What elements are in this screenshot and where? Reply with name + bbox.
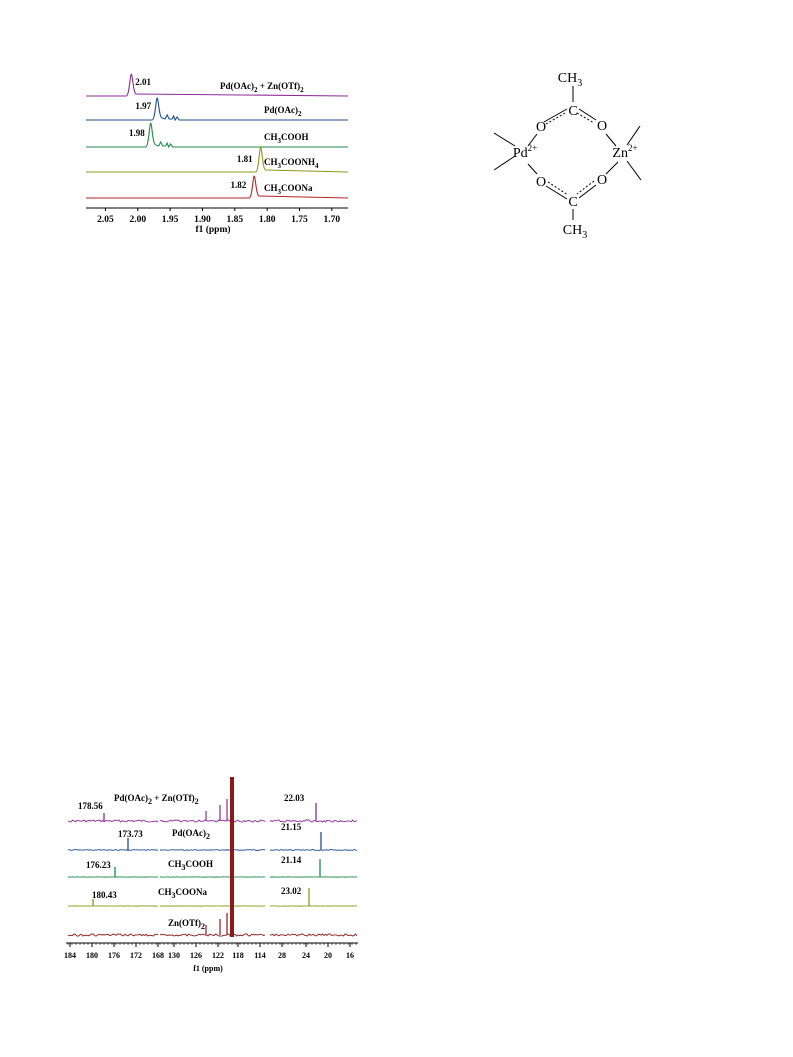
c13-right-peak-label: 21.14 [281,855,302,865]
bond-o-zn-top [605,133,617,147]
c13-solvent-peak [230,777,234,937]
pd-atom: Pd2+ [513,143,537,161]
h1-peak-label: 1.97 [135,101,151,111]
c13-tick-label: 168 [152,951,164,960]
c13-tick-label: 28 [278,951,286,960]
bond-o-pd-bottom [527,163,538,175]
bottom-methyl: CH3 [563,223,587,240]
c13-tick-group: 184 180 176 172 168 130 126 122 118 114 28 24 20 16 [64,943,357,960]
c13-nmr-svg: 178.56 22.03 Pd(OAc)2 + Zn(OTf)2 173.73 21.1… [64,777,358,973]
c13-trace-label: Pd(OAc)2 + Zn(OTf)2 [114,793,199,806]
c13-tick-label: 126 [190,951,202,960]
c13-tick-label: 20 [324,951,332,960]
zn-ligand-lower [626,160,642,181]
pd-ligand-upper [493,132,516,147]
c13-tick-label: 122 [212,951,224,960]
h1-tick-group: 2.05 2.00 1.95 1.90 1.85 1.80 1.75 1.70 [97,208,340,225]
c13-tick-label: 130 [168,951,180,960]
bond-bottom-c-o-right-dashed [576,180,595,195]
c13-left-peak-label: 180.43 [92,890,117,900]
c13-right-peak-label: 22.03 [284,793,305,803]
zn-atom: Zn2+ [612,143,637,161]
pd-zn-structure: CH3 C O O Pd2+ Zn2+ O O C CH3 [480,60,660,241]
c13-right-peak-label: 21.15 [281,822,302,832]
h1-trace-label: CH3COONa [264,183,313,196]
h1-peak-label: 2.01 [135,77,151,87]
bond-o-zn-bottom [605,161,619,175]
h1-tick-label: 1.90 [194,215,211,225]
h1-trace [86,122,348,149]
c13-tick-label: 118 [232,951,244,960]
h1-trace [86,73,349,97]
pd-ligand-lower [493,155,516,171]
c13-trace-segment [269,849,358,851]
h1-trace [86,97,348,122]
h1-tick-label: 1.95 [162,215,179,225]
c13-trace-label: Zn(OTf)2 [168,918,205,931]
h1-tick-label: 1.75 [291,215,308,225]
bond-bottom-c-o-left [545,185,568,200]
h1-tick-label: 2.00 [129,215,146,225]
bond-top-c-o-right-dashed [576,112,595,124]
h1-tick-label: 1.70 [324,215,341,225]
h1-axis-label: f1 (ppm) [195,224,230,235]
c13-trace-label: CH3COOH [168,859,213,872]
h1-trace-label: Pd(OAc)2 + Zn(OTf)2 [220,81,304,94]
c13-tick-label: 114 [254,951,266,960]
c13-left-peak-label: 176.23 [86,860,111,870]
c13-tick-label: 24 [302,951,310,960]
c13-tick-label: 172 [130,951,142,960]
c13-trace-label: CH3COONa [158,887,208,900]
c13-trace-label: Pd(OAc)2 [172,828,210,841]
c13-trace-segment [159,819,266,823]
c13-trace-segment [159,849,265,851]
c13-trace-segment [67,933,159,937]
h1-tick-label: 1.85 [226,215,243,225]
bond-top-c-o-left-dashed [545,112,566,125]
c13-left-peak-label: 178.56 [78,801,103,811]
zn-ligand-upper [626,125,641,146]
oxygen-top-left: O [536,120,546,135]
bond-top-c-o-left [543,108,568,123]
h1-trace-label: CH3COONH4 [264,157,319,170]
c13-tick-label: 180 [86,951,98,960]
structure-svg: CH3 C O O Pd2+ Zn2+ O O C CH3 [493,71,642,241]
h1-tick-label: 2.05 [97,215,114,225]
h1-trace [86,175,349,199]
bond-top-c-o-right [578,108,597,121]
c13-trace-segment [269,819,358,823]
oxygen-bottom-right: O [597,173,607,188]
h1-trace-label: CH3COOH [264,132,309,145]
c13-axis-label: f1 (ppm) [193,964,223,973]
c13-tick-label: 176 [108,951,120,960]
c13-left-peak-label: 173.73 [118,829,143,839]
c13-trace-segment [67,849,159,851]
c13-nmr-figure: 178.56 22.03 Pd(OAc)2 + Zn(OTf)2 173.73 21.1… [60,775,360,975]
h1-peak-label: 1.82 [230,180,246,190]
bond-o-pd-top [527,133,538,147]
c13-trace-segment [67,819,159,823]
bottom-carbon: C [568,195,577,210]
c13-right-peak-label: 23.02 [281,886,302,896]
c13-tick-label: 184 [64,951,76,960]
top-carbon: C [568,104,577,119]
h1-tick-label: 1.80 [259,215,276,225]
h1-peak-label: 1.81 [237,154,253,164]
c13-trace-group: 178.56 22.03 Pd(OAc)2 + Zn(OTf)2 173.73 21.1… [67,777,358,937]
c13-trace-segment [269,933,358,937]
h1-peak-label: 1.98 [129,128,145,138]
c13-trace-segment [159,933,266,937]
h1-trace [86,146,349,173]
bond-bottom-c-o-right [578,184,597,199]
oxygen-top-right: O [597,119,607,134]
top-methyl: CH3 [558,71,582,89]
c13-tick-label: 16 [346,951,354,960]
oxygen-bottom-left: O [536,175,546,190]
h1-trace-label: Pd(OAc)2 [264,105,302,118]
